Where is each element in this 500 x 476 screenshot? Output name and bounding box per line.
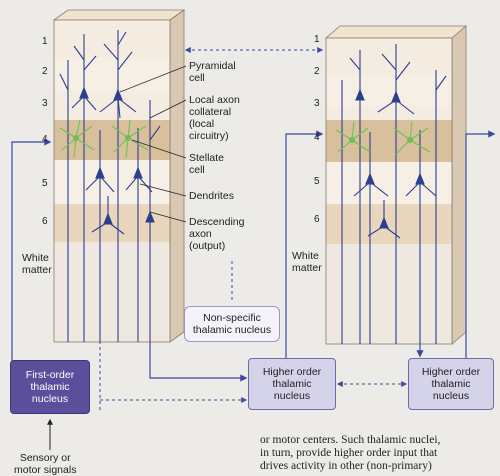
right-layer-3 [326,106,452,120]
left-layer-number-5: 5 [42,178,48,189]
right-block-top [324,25,468,39]
label-white-matter-right: White matter [292,250,322,274]
layer5-to-higher-order [149,342,248,382]
left-layer-number-6: 6 [42,216,48,227]
non-specific-thalamic-nucleus: Non-specific thalamic nucleus [184,306,280,342]
right-layer-5 [326,162,452,204]
right-layer-2 [326,74,452,106]
left-white-matter [54,242,170,342]
left-cortex-block [52,9,186,343]
right-white-matter [326,244,452,344]
caption-line-2: in turn, provide higher order input that [260,447,438,459]
label-dendrites: Dendrites [189,190,234,202]
left-layer-number-1: 1 [42,36,48,47]
first-order-thalamic-nucleus: First-order thalamic nucleus [10,360,90,414]
right-layer-number-2: 2 [314,66,320,77]
label-white-matter-left: White matter [22,252,52,276]
higher-order-thalamic-nucleus-1: Higher order thalamic nucleus [248,358,336,410]
left-layer-1 [54,20,170,58]
left-stellate-cells [59,119,149,159]
leader-lines [119,65,187,223]
right-block-side [451,25,467,345]
right-layer-4 [326,120,452,162]
higher-order-thalamic-nucleus-2: Higher order thalamic nucleus [408,358,494,410]
right-cortex-block [324,25,468,345]
right-layer-number-3: 3 [314,98,320,109]
higher-order-to-right-l4 [285,130,324,360]
left-layer-number-4: 4 [42,134,48,145]
right-layer-number-5: 5 [314,176,320,187]
right-layer-number-1: 1 [314,34,320,45]
left-layer-5 [54,160,170,204]
left-layer-2 [54,58,170,90]
left-block-top [52,9,186,21]
label-pyramidal-cell: Pyramidal cell [189,60,236,84]
right-stellate-cells [335,121,431,155]
right-neurons [341,44,447,344]
label-sensory-motor-signals: Sensory or motor signals [14,452,77,476]
left-block-side [169,9,185,343]
label-local-axon-collateral: Local axon collateral (local circuitry) [189,94,240,142]
first-order-input-arrow [11,138,52,366]
caption-line-1: or motor centers. Such thalamic nuclei, [260,434,441,446]
left-neurons [59,30,161,342]
left-layer-number-2: 2 [42,66,48,77]
left-layer-number-3: 3 [42,98,48,109]
right-layer-1 [326,38,452,74]
left-layer-3 [54,90,170,120]
label-stellate-cell: Stellate cell [189,152,225,176]
higher-to-next-area [465,130,496,360]
label-descending-axon: Descending axon (output) [189,216,245,252]
right-layer-number-4: 4 [314,132,320,143]
right-layer-number-6: 6 [314,214,320,225]
right-layer-6 [326,204,452,244]
caption-line-3: drives activity in other (non-primary) [260,460,432,472]
caption-text: or motor centers. Such thalamic nuclei, … [260,434,500,473]
